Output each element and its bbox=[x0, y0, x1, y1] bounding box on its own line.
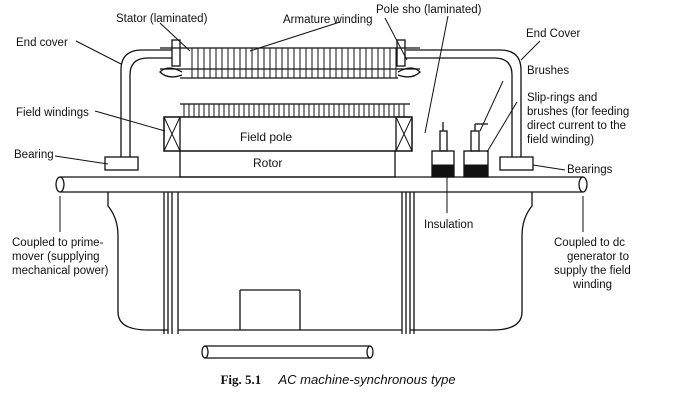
label-stator: Stator (laminated) bbox=[116, 13, 208, 25]
label-slip-rings-1: Slip-rings and bbox=[527, 92, 597, 104]
label-armature-winding: Armature winding bbox=[283, 14, 372, 26]
label-brushes: Brushes bbox=[527, 65, 569, 77]
figure-number: Fig. 5.1 bbox=[220, 372, 262, 387]
label-coupled-dc-1: Coupled to dc bbox=[554, 237, 625, 249]
label-end-cover-left: End cover bbox=[16, 37, 68, 49]
label-slip-rings-2: brushes (for feeding bbox=[527, 106, 629, 118]
figure-title: AC machine-synchronous type bbox=[278, 372, 456, 387]
figure-caption: Fig. 5.1 AC machine-synchronous type bbox=[0, 372, 676, 388]
label-end-cover-right: End Cover bbox=[526, 28, 581, 40]
label-coupled-prime-3: mechanical power) bbox=[12, 265, 109, 277]
end-covers bbox=[120, 39, 522, 157]
bearing-left bbox=[104, 156, 139, 171]
label-pole-shoe: Pole sho (laminated) bbox=[376, 4, 482, 16]
label-slip-rings-4: field winding) bbox=[527, 134, 594, 146]
slip-ring-2 bbox=[463, 123, 489, 178]
shaft bbox=[55, 176, 588, 193]
stator-core bbox=[159, 47, 421, 79]
label-slip-rings-3: direct current to the bbox=[527, 120, 626, 132]
label-coupled-prime-2: mover (supplying bbox=[12, 251, 100, 263]
label-field-pole: Field pole bbox=[240, 130, 292, 144]
label-coupled-dc-4: winding bbox=[572, 279, 612, 291]
label-coupled-dc-3: supply the field bbox=[554, 265, 631, 277]
frame-body bbox=[107, 192, 533, 359]
label-insulation: Insulation bbox=[424, 219, 473, 231]
label-coupled-dc-2: generator to bbox=[567, 251, 629, 263]
label-rotor: Rotor bbox=[253, 156, 282, 170]
label-bearings: Bearings bbox=[567, 164, 613, 176]
leader-lines bbox=[54, 15, 584, 232]
rotor bbox=[179, 150, 396, 178]
label-coupled-prime-1: Coupled to prime- bbox=[12, 237, 104, 249]
bearing-right bbox=[499, 156, 534, 171]
label-bearing: Bearing bbox=[14, 149, 54, 161]
label-field-windings: Field windings bbox=[16, 107, 89, 119]
slip-ring-1 bbox=[431, 122, 455, 178]
pole-shoe bbox=[180, 103, 410, 118]
